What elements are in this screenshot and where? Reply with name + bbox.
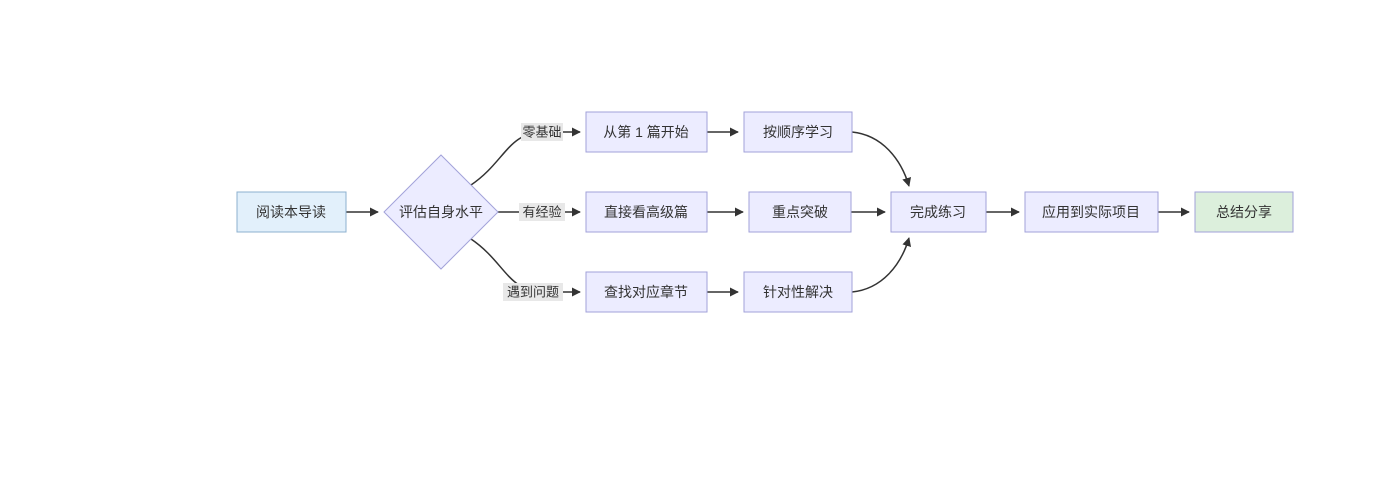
node-label: 完成练习 xyxy=(910,204,966,220)
node-label: 重点突破 xyxy=(772,204,828,220)
edge-label-text: 遇到问题 xyxy=(507,285,559,300)
decision-diamond xyxy=(383,154,499,270)
node-box xyxy=(236,191,347,233)
node-targeted: 针对性解决 xyxy=(743,271,853,313)
node-box xyxy=(585,111,708,153)
edge-label-text: 零基础 xyxy=(522,125,561,140)
node-box xyxy=(585,191,708,233)
node-box xyxy=(585,271,708,313)
node-in-order: 按顺序学习 xyxy=(743,111,853,153)
edge-label-experienced: 有经验 xyxy=(519,203,565,221)
node-label: 针对性解决 xyxy=(763,284,833,300)
node-label: 阅读本导读 xyxy=(256,204,326,220)
node-breakthrough: 重点突破 xyxy=(748,191,852,233)
edge-label-zero-basis: 零基础 xyxy=(521,123,563,141)
node-label: 评估自身水平 xyxy=(399,204,483,220)
edge-label-text: 有经验 xyxy=(522,205,561,220)
node-apply: 应用到实际项目 xyxy=(1024,191,1159,233)
edge-targeted-practice xyxy=(851,237,912,293)
edge-label-bg xyxy=(503,283,563,301)
edge-label-bg xyxy=(521,123,563,141)
node-decision: 评估自身水平 xyxy=(383,154,499,270)
edge-label-problem: 遇到问题 xyxy=(503,283,563,301)
edge-in-order-practice xyxy=(851,131,912,187)
node-find-chapter: 查找对应章节 xyxy=(585,271,708,313)
node-box xyxy=(743,111,853,153)
node-share: 总结分享 xyxy=(1194,191,1294,233)
node-advanced: 直接看高级篇 xyxy=(585,191,708,233)
node-box xyxy=(1024,191,1159,233)
edge-label-bg xyxy=(519,203,565,221)
node-label: 从第 1 篇开始 xyxy=(603,124,689,140)
node-label: 总结分享 xyxy=(1216,204,1272,220)
node-label: 按顺序学习 xyxy=(763,124,833,140)
node-label: 查找对应章节 xyxy=(604,284,688,300)
node-label: 应用到实际项目 xyxy=(1042,204,1140,220)
node-box xyxy=(890,191,987,233)
node-from-first: 从第 1 篇开始 xyxy=(585,111,708,153)
node-box xyxy=(743,271,853,313)
node-box xyxy=(1194,191,1294,233)
node-box xyxy=(748,191,852,233)
node-label: 直接看高级篇 xyxy=(604,204,688,220)
node-practice: 完成练习 xyxy=(890,191,987,233)
node-start: 阅读本导读 xyxy=(236,191,347,233)
